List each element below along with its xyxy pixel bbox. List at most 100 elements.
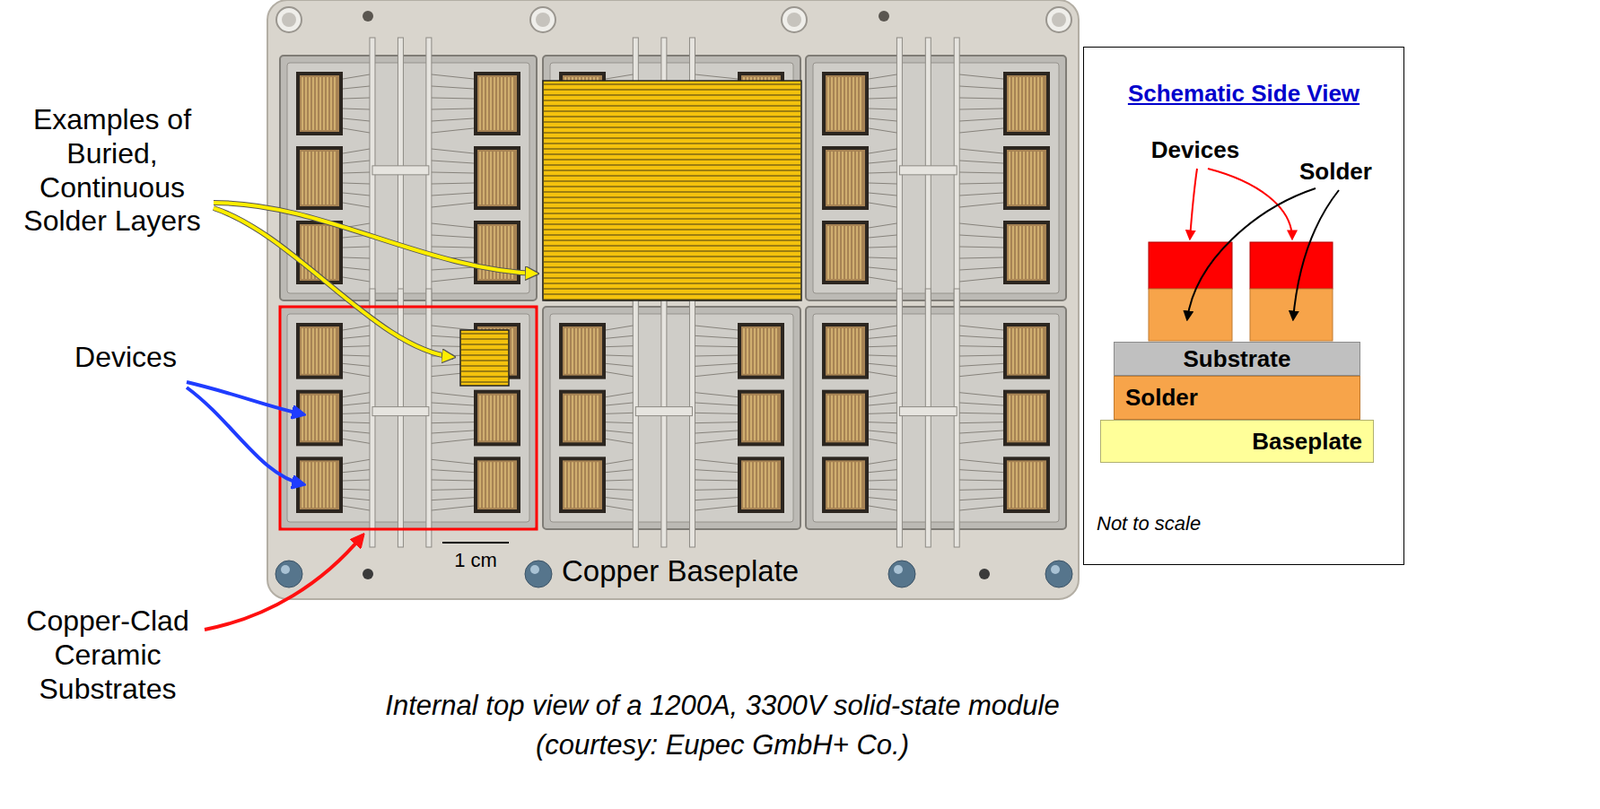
- device-chip: [473, 390, 521, 447]
- bond-wire: [868, 74, 897, 79]
- bond-wire: [834, 77, 836, 131]
- device-callout: Devices: [71, 340, 180, 376]
- bond-wire: [852, 226, 854, 280]
- bond-wire: [431, 192, 474, 196]
- solder-layer-highlight: [460, 330, 509, 386]
- solder-leader-outline: [213, 208, 454, 358]
- bond-wire: [568, 462, 569, 508]
- bond-wire: [959, 277, 1004, 282]
- bond-wire: [834, 462, 836, 508]
- bond-wire: [959, 346, 1004, 348]
- bond-wire: [1022, 328, 1024, 375]
- bond-wire: [605, 372, 633, 377]
- bond-wire: [482, 462, 484, 508]
- device-chip: [821, 456, 869, 514]
- bond-wire: [959, 363, 1004, 367]
- bond-wire: [431, 74, 474, 79]
- small-hole: [979, 568, 990, 580]
- substrate-outline: [542, 55, 801, 301]
- device-die: [477, 75, 517, 132]
- device-chip: [821, 71, 869, 136]
- bond-wire: [342, 160, 370, 164]
- bond-wire: [1015, 226, 1017, 280]
- device-die: [741, 460, 781, 510]
- device-die: [825, 224, 866, 281]
- bond-wire: [507, 77, 509, 131]
- figure-caption: Internal top view of a 1200A, 3300V soli…: [367, 686, 1077, 766]
- bond-wire: [431, 246, 474, 248]
- solder-layer-highlight: [542, 80, 802, 301]
- bond-wire: [312, 328, 314, 375]
- bond-wire: [959, 335, 1004, 339]
- copper-layer: [287, 62, 530, 294]
- bond-wire: [342, 498, 370, 501]
- bond-wire: [605, 430, 633, 434]
- bond-wire: [431, 498, 474, 501]
- bond-wire: [315, 462, 317, 508]
- hatch-line: [461, 349, 508, 351]
- bond-wire: [585, 395, 587, 442]
- bond-wire: [431, 430, 474, 434]
- hatch-line: [543, 132, 801, 134]
- copper-layer: [813, 62, 1059, 294]
- bond-wire: [585, 462, 587, 508]
- bond-wire: [312, 151, 314, 205]
- bond-wire: [431, 223, 474, 228]
- bond-wire: [301, 226, 303, 280]
- bond-wire: [431, 412, 474, 414]
- bond-wire: [694, 74, 738, 79]
- substrate-outline: [805, 55, 1067, 301]
- bond-wire: [605, 459, 633, 464]
- bond-wire: [834, 226, 836, 280]
- terminal-leg: [426, 288, 432, 548]
- bond-wire: [431, 128, 474, 133]
- bond-wire: [694, 335, 738, 339]
- bond-wire: [305, 226, 307, 280]
- bond-wire: [431, 277, 474, 282]
- bond-wire: [694, 355, 738, 357]
- bond-wire: [582, 462, 584, 508]
- bond-wire: [342, 246, 370, 248]
- bond-wire: [841, 328, 843, 375]
- bond-wire: [1040, 151, 1042, 205]
- bond-wire: [333, 151, 335, 205]
- panel-note: Not to scale: [1096, 512, 1201, 536]
- bond-wire: [856, 462, 857, 508]
- bond-wire: [868, 470, 897, 473]
- bond-wire: [330, 77, 332, 131]
- bond-wire: [746, 328, 748, 375]
- device-leader: [186, 387, 304, 485]
- bond-wire: [342, 172, 370, 174]
- baseplate-label: Copper Baseplate: [561, 554, 867, 590]
- bond-wire: [771, 395, 773, 442]
- bond-wire: [1015, 77, 1017, 131]
- device-die: [477, 460, 517, 510]
- hatch-line: [543, 240, 801, 242]
- terminal-leg: [632, 288, 639, 548]
- bond-wire: [305, 151, 307, 205]
- bond-wire: [507, 395, 509, 442]
- bond-wire: [841, 151, 843, 205]
- device-chip: [473, 71, 521, 136]
- terminal-bridge: [372, 407, 429, 417]
- bond-wire: [848, 395, 850, 442]
- bond-wire: [315, 77, 317, 131]
- bond-wire: [333, 226, 335, 280]
- device-chip: [821, 146, 869, 210]
- bond-wire: [868, 412, 897, 414]
- bond-wire: [1008, 151, 1010, 205]
- bond-wire: [1033, 226, 1035, 280]
- bond-wire: [848, 226, 850, 280]
- bond-wire: [694, 459, 738, 464]
- bond-wire: [959, 412, 1004, 414]
- bond-wire: [959, 118, 1004, 122]
- bond-wire: [571, 328, 573, 375]
- bond-wire: [593, 328, 595, 375]
- hatch-line: [543, 95, 801, 97]
- bond-wire: [694, 498, 738, 501]
- layer-label: Substrate: [1183, 345, 1292, 374]
- bond-wire: [342, 148, 370, 154]
- bond-wire: [694, 438, 738, 444]
- bond-wire: [841, 77, 843, 131]
- bond-wire: [868, 325, 897, 331]
